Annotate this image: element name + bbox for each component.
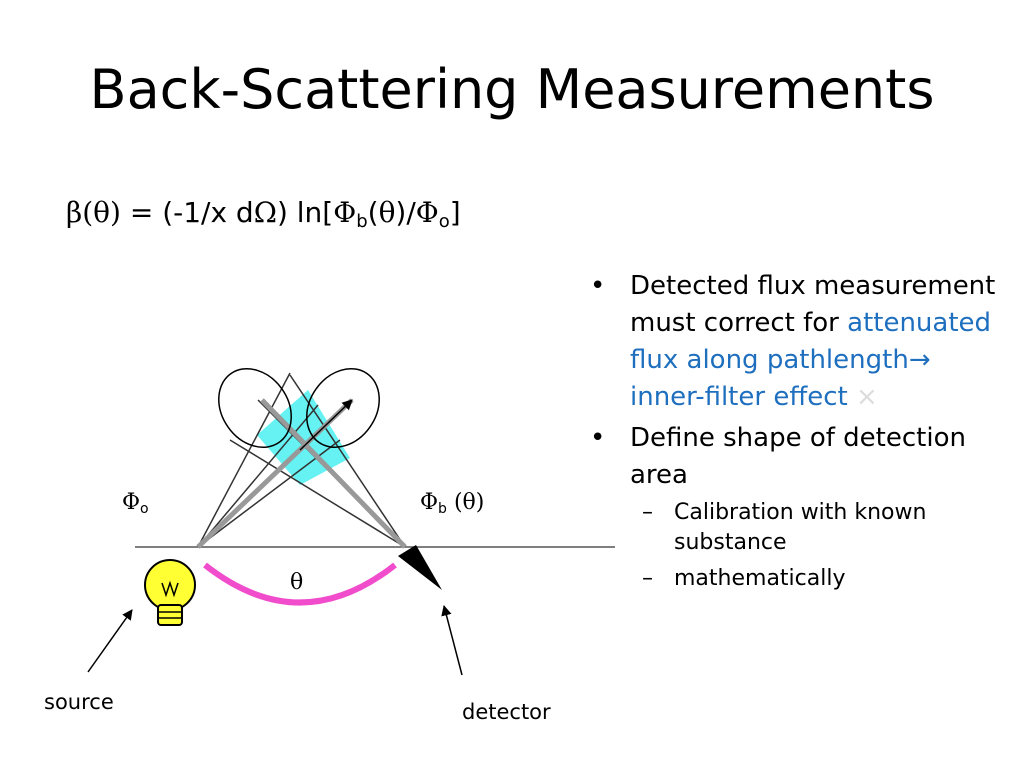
bullet-highlight-2: inner-filter effect: [630, 382, 848, 412]
sub-item-calibration: – Calibration with known substance: [590, 498, 1010, 558]
beam-line: [197, 372, 291, 548]
bullet-item-shape: • Define shape of detection area: [590, 420, 1010, 494]
sub-dash: –: [642, 500, 653, 525]
bullet-text: Detected flux measurement must correct f…: [630, 271, 996, 338]
phi-o-label: Φo: [122, 490, 149, 517]
theta-label: θ: [290, 570, 304, 595]
source-label: source: [44, 690, 114, 714]
formula-middle: = (-1/x d: [129, 196, 254, 229]
beta-symbol: β: [66, 196, 83, 229]
angle-arc: [203, 562, 397, 606]
bullet-dot: •: [590, 423, 606, 453]
scattering-formula: β(θ) = (-1/x dΩ) ln[Φb(θ)/Φo]: [66, 196, 461, 232]
phi-symbol: Φ: [333, 196, 357, 229]
sub-item-mathematically: – mathematically: [590, 564, 1010, 594]
bullet-text: Define shape of detection area: [630, 423, 966, 490]
right-lobe: [306, 367, 380, 449]
sub-item-text: mathematically: [674, 566, 846, 591]
bullet-item-flux: • Detected flux measurement must correct…: [590, 268, 1010, 416]
sub-o: o: [438, 211, 450, 232]
incident-ray-arrow: [299, 399, 353, 451]
bullet-dot: •: [590, 271, 606, 301]
theta-symbol-2: θ: [378, 196, 396, 229]
phi-b-label: Φb (θ): [420, 490, 485, 517]
formula-ln: ) ln[: [276, 196, 334, 229]
slide-title: Back-Scattering Measurements: [89, 58, 935, 121]
phi-symbol-2: Φ: [415, 196, 439, 229]
sub-dash: –: [642, 566, 653, 591]
beam-line: [197, 404, 319, 548]
cross-icon: ×: [856, 382, 878, 412]
bulb-icon: [144, 559, 196, 626]
sub-b: b: [356, 211, 368, 232]
overlap-region: [257, 390, 350, 485]
source-arrow: [87, 609, 133, 673]
scattered-ray: [260, 398, 407, 549]
bullet-list: • Detected flux measurement must correct…: [590, 268, 1010, 594]
detector-icon: [398, 545, 442, 590]
theta-symbol: θ: [93, 196, 110, 229]
omega-symbol: Ω: [253, 196, 277, 229]
sub-item-text: Calibration with known substance: [674, 500, 927, 555]
detector-label: detector: [462, 700, 551, 724]
beam-line: [229, 439, 406, 548]
bullet-highlight: attenuated flux along pathlength: [630, 308, 992, 375]
left-lobe: [218, 367, 292, 449]
arrow-icon: →: [908, 345, 931, 375]
detector-arrow: [441, 604, 463, 676]
formula-close: ]: [449, 196, 461, 229]
